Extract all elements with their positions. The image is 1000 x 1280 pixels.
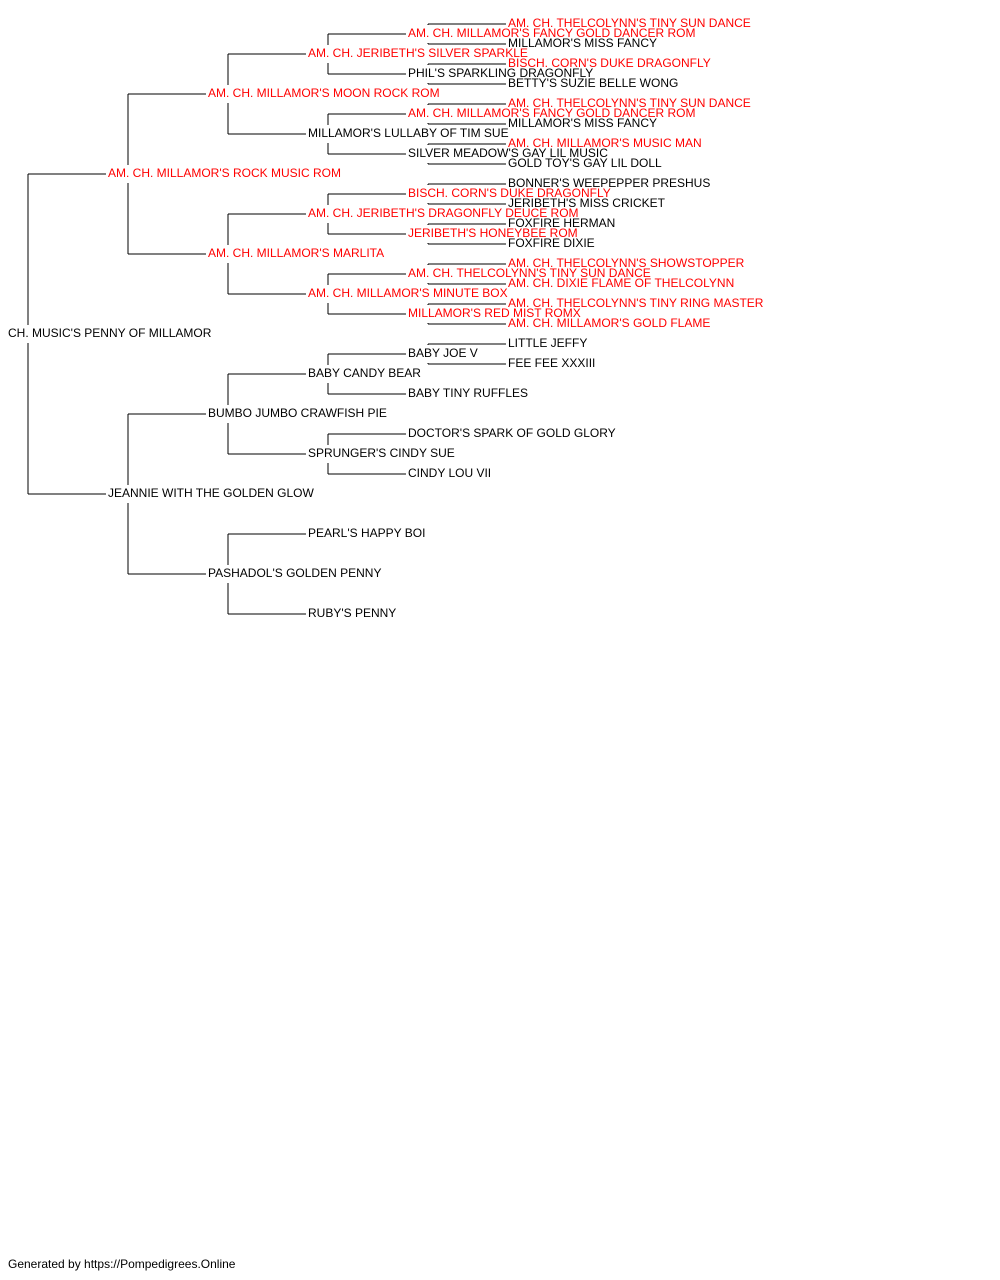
ancestor-name: GOLD TOY'S GAY LIL DOLL <box>508 156 662 170</box>
ancestor-name: DOCTOR'S SPARK OF GOLD GLORY <box>408 426 616 440</box>
ancestor-name: PEARL'S HAPPY BOI <box>308 526 426 540</box>
ancestor-name: BABY CANDY BEAR <box>308 366 421 380</box>
ancestor-name: MILLAMOR'S MISS FANCY <box>508 36 657 50</box>
ancestor-name: CINDY LOU VII <box>408 466 492 480</box>
ancestor-name: AM. CH. DIXIE FLAME OF THELCOLYNN <box>508 276 735 290</box>
ancestor-name: BETTY'S SUZIE BELLE WONG <box>508 76 679 90</box>
ancestor-name: SILVER MEADOW'S GAY LIL MUSIC <box>408 146 608 160</box>
ancestor-name: PHIL'S SPARKLING DRAGONFLY <box>408 66 594 80</box>
ancestor-name: MILLAMOR'S LULLABY OF TIM SUE <box>308 126 509 140</box>
ancestor-name: AM. CH. MILLAMOR'S MUSIC MAN <box>508 136 702 150</box>
ancestor-name: BISCH. CORN'S DUKE DRAGONFLY <box>408 186 611 200</box>
ancestor-name: BABY TINY RUFFLES <box>408 386 529 400</box>
ancestor-name: MILLAMOR'S MISS FANCY <box>508 116 657 130</box>
ancestor-name: AM. CH. JERIBETH'S SILVER SPARKLE <box>308 46 528 60</box>
ancestor-name: AM. CH. MILLAMOR'S ROCK MUSIC ROM <box>108 166 341 180</box>
ancestor-name: FOXFIRE HERMAN <box>508 216 616 230</box>
ancestor-name: BISCH. CORN'S DUKE DRAGONFLY <box>508 56 711 70</box>
ancestor-name: AM. CH. THELCOLYNN'S TINY SUN DANCE <box>508 16 751 30</box>
ancestor-name: BABY JOE V <box>408 346 478 360</box>
ancestor-name: JERIBETH'S MISS CRICKET <box>508 196 665 210</box>
ancestor-name: AM. CH. THELCOLYNN'S TINY RING MASTER <box>508 296 764 310</box>
ancestor-name: AM. CH. THELCOLYNN'S TINY SUN DANCE <box>508 96 751 110</box>
ancestor-name: AM. CH. MILLAMOR'S FANCY GOLD DANCER ROM <box>408 106 696 120</box>
ancestor-name: AM. CH. MILLAMOR'S MINUTE BOX <box>308 286 508 300</box>
ancestor-name: SPRUNGER'S CINDY SUE <box>308 446 455 460</box>
ancestor-name: AM. CH. MILLAMOR'S MARLITA <box>208 246 385 260</box>
subject-dog-name: CH. MUSIC'S PENNY OF MILLAMOR <box>8 326 212 340</box>
ancestor-name: AM. CH. THELCOLYNN'S SHOWSTOPPER <box>508 256 745 270</box>
ancestor-name: MILLAMOR'S RED MIST ROMX <box>408 306 581 320</box>
ancestor-name: JEANNIE WITH THE GOLDEN GLOW <box>108 486 314 500</box>
ancestor-name: FEE FEE XXXIII <box>508 356 596 370</box>
ancestor-name: AM. CH. THELCOLYNN'S TINY SUN DANCE <box>408 266 651 280</box>
ancestor-name: FOXFIRE DIXIE <box>508 236 595 250</box>
ancestor-name: AM. CH. MILLAMOR'S FANCY GOLD DANCER ROM <box>408 26 696 40</box>
ancestor-name: LITTLE JEFFY <box>508 336 588 350</box>
ancestor-name: AM. CH. MILLAMOR'S GOLD FLAME <box>508 316 711 330</box>
ancestor-name: AM. CH. JERIBETH'S DRAGONFLY DEUCE ROM <box>308 206 579 220</box>
ancestor-name: BONNER'S WEEPEPPER PRESHUS <box>508 176 711 190</box>
ancestor-name: BUMBO JUMBO CRAWFISH PIE <box>208 406 387 420</box>
ancestor-name: PASHADOL'S GOLDEN PENNY <box>208 566 382 580</box>
ancestor-name: RUBY'S PENNY <box>308 606 397 620</box>
footer-credit: Generated by https://Pompedigrees.Online <box>8 1257 236 1271</box>
ancestor-name: AM. CH. MILLAMOR'S MOON ROCK ROM <box>208 86 440 100</box>
ancestor-name: JERIBETH'S HONEYBEE ROM <box>408 226 578 240</box>
